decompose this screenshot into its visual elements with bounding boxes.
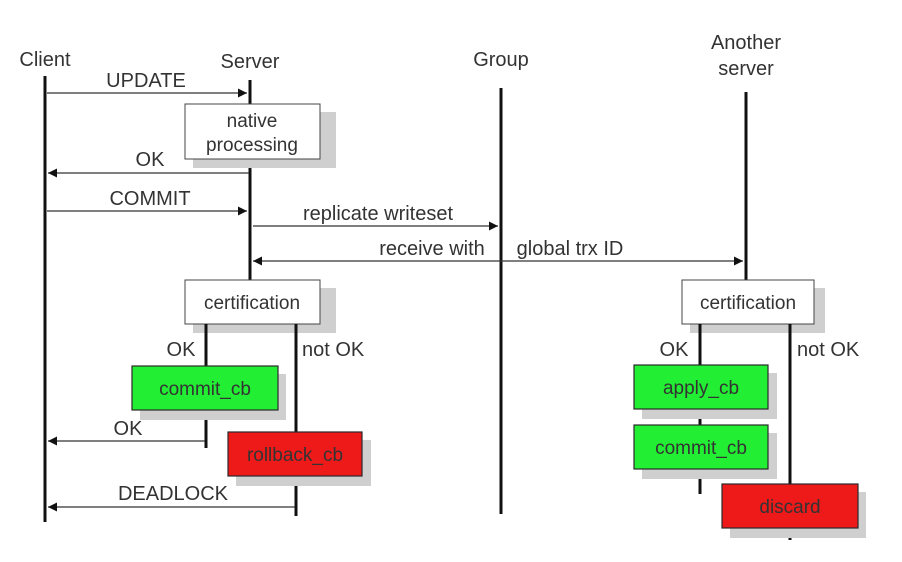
commit-cb-server-label: commit_cb <box>159 379 251 400</box>
label-deadlock: DEADLOCK <box>118 483 229 505</box>
certification-server-label: certification <box>204 293 300 314</box>
discard-label: discard <box>759 497 820 518</box>
server-ok-label: OK <box>167 339 197 361</box>
rollback-cb-box <box>227 431 363 477</box>
participant-group: Group <box>473 49 529 71</box>
participant-client: Client <box>19 49 71 71</box>
other-not-ok-label: not OK <box>797 339 860 361</box>
commit-cb-other-label: commit_cb <box>655 438 747 459</box>
certification-server-box <box>184 279 321 325</box>
label-update: UPDATE <box>106 70 186 92</box>
certification-other-box <box>681 279 815 325</box>
commit-cb-server-box <box>131 365 279 411</box>
apply-cb-box <box>633 364 769 410</box>
certification-other-label: certification <box>700 293 796 314</box>
label-replicate-writeset: replicate writeset <box>303 203 454 225</box>
server-not-ok-label: not OK <box>302 339 365 361</box>
label-receive-with: receive with <box>379 238 485 260</box>
apply-cb-label: apply_cb <box>663 378 739 399</box>
commit-cb-other-box <box>633 424 769 470</box>
participant-another-server-line1: Another <box>711 32 781 54</box>
other-ok-label: OK <box>660 339 690 361</box>
native-processing-label-2: processing <box>206 135 298 156</box>
native-processing-label-1: native <box>227 111 278 132</box>
label-commit: COMMIT <box>109 188 190 210</box>
participant-server: Server <box>221 51 280 73</box>
participant-another-server-line2: server <box>718 58 774 80</box>
discard-box <box>721 483 859 529</box>
native-processing-box <box>184 103 321 160</box>
label-ok-2: OK <box>114 418 144 440</box>
label-ok-1: OK <box>136 149 166 171</box>
rollback-cb-label: rollback_cb <box>247 445 343 466</box>
label-global-trx-id: global trx ID <box>517 238 624 260</box>
